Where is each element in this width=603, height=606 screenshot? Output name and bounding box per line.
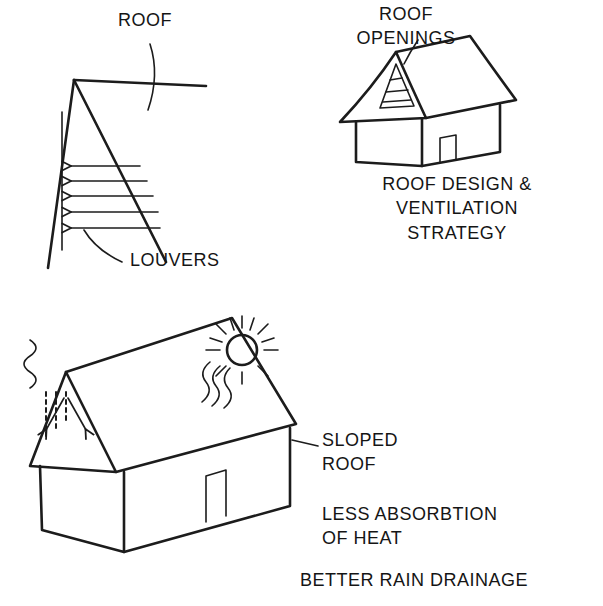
part-label: ROOF xyxy=(118,8,172,32)
sketch-caption: ROOF DESIGN & VENTILATION STRATEGY xyxy=(372,172,542,245)
roof-section xyxy=(48,44,206,268)
label-slot: SLOPED ROOF xyxy=(322,428,412,477)
note-text: BETTER RAIN DRAINAGE xyxy=(300,568,528,592)
hut-sketch xyxy=(340,36,516,166)
note-text: LESS ABSORBTION OF HEAT xyxy=(322,502,510,551)
house-sketch xyxy=(24,316,318,552)
note-text: SLOPED ROOF xyxy=(322,428,412,477)
label-slot: LOUVERS xyxy=(130,248,220,272)
label-slot: LESS ABSORBTION OF HEAT xyxy=(322,502,510,551)
label-slot: ROOF OPENINGS xyxy=(356,2,456,51)
part-label: ROOF OPENINGS xyxy=(356,2,456,51)
label-slot: ROOF DESIGN & VENTILATION STRATEGY xyxy=(372,172,542,245)
label-slot: BETTER RAIN DRAINAGE xyxy=(300,568,528,592)
part-label: LOUVERS xyxy=(130,248,220,272)
label-slot: ROOF xyxy=(118,8,172,32)
